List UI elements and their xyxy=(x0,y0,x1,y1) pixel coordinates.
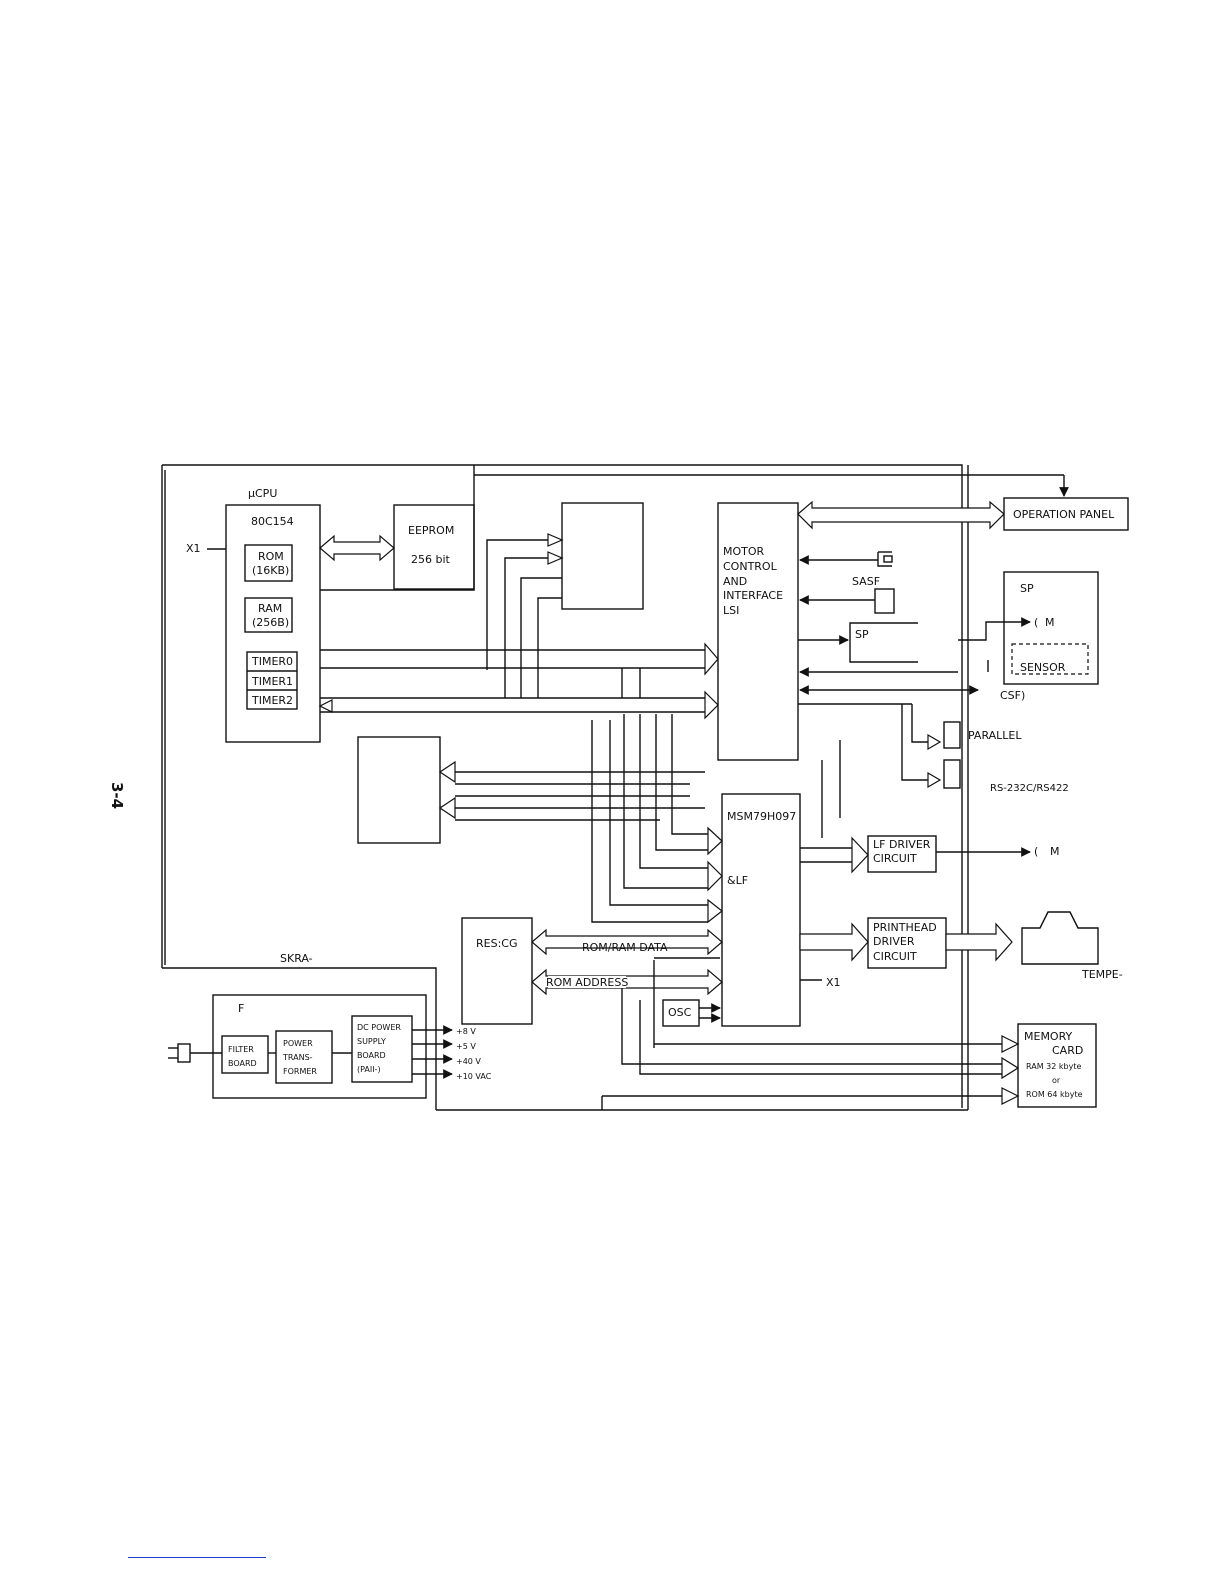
rom-block xyxy=(244,544,293,582)
footer-rule xyxy=(128,1557,266,1558)
temp-label: TEMPE- xyxy=(1081,968,1123,981)
gate-array-sub: &LF xyxy=(727,874,748,887)
timer2-label: TIMER2 xyxy=(251,694,293,707)
printhead-line-3: CIRCUIT xyxy=(873,950,917,963)
lsi-line-3: AND xyxy=(723,575,747,588)
sasf-sensor: SASF xyxy=(799,551,895,614)
operation-panel-bus-arrow xyxy=(797,500,1005,530)
power-transformer xyxy=(275,1030,333,1084)
lsi-line-1: MOTOR xyxy=(723,545,765,558)
page-number: 3-4 xyxy=(108,782,126,809)
output-5v: +5 V xyxy=(456,1042,476,1051)
res-cg-label: RES:CG xyxy=(476,937,518,950)
cpu-title: µCPU xyxy=(248,487,277,500)
power-section-label: F xyxy=(238,1002,244,1015)
output-8v: +8 V xyxy=(456,1027,476,1036)
eeprom-block: EEPROM 256 bit xyxy=(393,504,475,590)
ram-size: (256B) xyxy=(252,616,289,629)
sp-motor-icon: ( xyxy=(1034,616,1038,629)
dc-power-line-2: SUPPLY xyxy=(357,1037,386,1046)
memory-card-sub: CARD xyxy=(1052,1044,1083,1057)
plug-icon xyxy=(168,1043,222,1063)
rom-label: ROM xyxy=(258,550,284,563)
dc-power-line-3: BOARD xyxy=(357,1051,386,1060)
timer1-label: TIMER1 xyxy=(251,675,293,688)
rom-ram-data-label: ROM/RAM DATA xyxy=(582,941,668,954)
main-board-frame xyxy=(161,464,1069,1111)
cpu-eeprom-bus-arrow xyxy=(319,534,395,562)
timer-block xyxy=(246,651,298,710)
serial-label: RS-232C/RS422 xyxy=(990,783,1069,794)
lf-driver-block: LF DRIVER CIRCUIT ( M xyxy=(800,835,1060,874)
parallel-label: PARALLEL xyxy=(968,729,1022,742)
transformer-line-3: FORMER xyxy=(283,1067,317,1076)
sp-motor-label: M xyxy=(1045,616,1055,629)
printhead-line-1: PRINTHEAD xyxy=(873,921,937,934)
printhead-driver-block: PRINTHEAD DRIVER CIRCUIT TEMPE- xyxy=(799,911,1123,981)
dc-power-board xyxy=(351,1015,413,1083)
lf-motor-label: M xyxy=(1050,845,1060,858)
gate-array-model: MSM79H097 xyxy=(727,810,796,823)
power-section: F FILTER BOARD POWER TRANS- FORMER DC PO… xyxy=(168,994,492,1099)
sp-unit: SP ( M SENSOR CSF) xyxy=(958,571,1099,702)
cpu-block: µCPU 80C154 X1 ROM (16KB) RAM (256B) TIM… xyxy=(186,487,321,743)
memory-card-rom: ROM 64 kbyte xyxy=(1026,1090,1083,1099)
output-40v: +40 V xyxy=(456,1057,481,1066)
ram-block xyxy=(244,597,293,633)
sp-inner-label: SP xyxy=(855,628,869,641)
res-cg-block: RES:CG ROM/RAM DATA ROM ADDRESS xyxy=(461,917,723,1048)
sensor-label: SENSOR xyxy=(1020,661,1066,674)
dc-power-line-1: DC POWER xyxy=(357,1023,401,1032)
parallel-connector xyxy=(943,721,961,749)
skra-label: SKRA- xyxy=(280,952,313,965)
rom-address-label: ROM ADDRESS xyxy=(546,976,628,989)
lf-motor-icon: ( xyxy=(1034,845,1038,858)
sp-unit-title: SP xyxy=(1020,582,1034,595)
osc-label: OSC xyxy=(668,1006,692,1019)
memory-card-block: MEMORY CARD RAM 32 kbyte or ROM 64 kbyte xyxy=(601,988,1097,1110)
gate-array-block: MSM79H097 &LF X1 xyxy=(721,793,841,1027)
timer0-label: TIMER0 xyxy=(251,655,293,668)
lsi-line-2: CONTROL xyxy=(723,560,778,573)
sp-inner-block: SP xyxy=(798,622,979,705)
filter-board xyxy=(221,1035,269,1074)
gate-array-clock: X1 xyxy=(826,976,841,989)
motor-control-lsi: MOTOR CONTROL AND INTERFACE LSI xyxy=(717,502,799,761)
osc-block: OSC xyxy=(662,999,721,1027)
memory-card-or: or xyxy=(1052,1076,1061,1085)
cpu-clock-label: X1 xyxy=(186,542,201,555)
operation-panel-label: OPERATION PANEL xyxy=(1013,508,1115,521)
lsi-line-5: LSI xyxy=(723,604,739,617)
filter-board-line-2: BOARD xyxy=(228,1059,257,1068)
memory-block-lower xyxy=(357,736,441,844)
memory-block-upper xyxy=(561,502,644,610)
output-10vac: +10 VAC xyxy=(456,1072,492,1081)
csf-label: CSF) xyxy=(1000,689,1025,702)
printhead-line-2: DRIVER xyxy=(873,935,915,948)
printhead-icon xyxy=(1021,911,1099,965)
eeprom-size: 256 bit xyxy=(411,553,451,566)
operation-panel-block: OPERATION PANEL xyxy=(1003,497,1129,531)
dc-power-line-4: (PAII-) xyxy=(357,1065,381,1074)
cpu-model: 80C154 xyxy=(251,515,294,528)
transformer-line-2: TRANS- xyxy=(282,1053,313,1062)
serial-connector xyxy=(943,759,961,789)
memory-card-ram: RAM 32 kbyte xyxy=(1026,1062,1081,1071)
lsi-line-4: INTERFACE xyxy=(723,589,783,602)
memory-card-title: MEMORY xyxy=(1024,1030,1073,1043)
ram-label: RAM xyxy=(258,602,282,615)
eeprom-label: EEPROM xyxy=(408,524,454,537)
sensor-dashed-box xyxy=(1011,643,1089,675)
sasf-label: SASF xyxy=(852,575,880,588)
transformer-line-1: POWER xyxy=(283,1039,313,1048)
interface-connectors: PARALLEL RS-232C/RS422 xyxy=(901,704,1069,794)
rom-size: (16KB) xyxy=(252,564,289,577)
lf-driver-line-2: CIRCUIT xyxy=(873,852,917,865)
lf-driver-line-1: LF DRIVER xyxy=(873,838,931,851)
filter-board-line-1: FILTER xyxy=(228,1045,254,1054)
